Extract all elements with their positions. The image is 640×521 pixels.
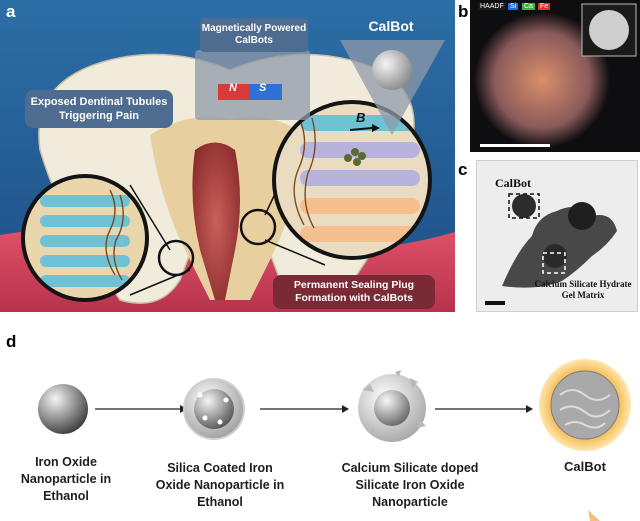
magnet-n-label: N: [229, 82, 237, 94]
iron-oxide-particle: [38, 384, 88, 434]
panel-a: Magnetically Powered CalBots CalBot Expo…: [0, 0, 455, 312]
calbot-box-marker: [508, 193, 540, 219]
panel-c-label: c: [458, 160, 468, 179]
field-label: B: [356, 110, 366, 125]
elemental-map-particle: [474, 12, 610, 148]
step-label-1: Iron Oxide Nanoparticle in Ethanol: [20, 455, 112, 503]
panel-c-tem: [485, 193, 617, 305]
silica-coated-particle: [183, 378, 245, 440]
annot-gel: Calcium Silicate Hydrate Gel Matrix: [534, 279, 632, 300]
gel-box-marker: [542, 252, 566, 274]
panel-d-synthesis: [38, 359, 631, 521]
panel-a-illustration: [0, 0, 455, 312]
scale-bar: [480, 144, 550, 147]
callout-plug: Permanent Sealing Plug Formation with Ca…: [273, 275, 435, 309]
panel-a-label: a: [6, 2, 16, 21]
sealing-zoom: [272, 100, 432, 260]
panel-b-map: [474, 3, 637, 148]
calbot-final-particle: [539, 359, 631, 451]
panel-b-label: b: [458, 2, 469, 21]
step-label-2: Silica Coated Iron Oxide Nanoparticle in…: [155, 461, 285, 509]
calbot-particle: [512, 194, 536, 218]
legend-ca: Ca: [522, 3, 535, 10]
panel-b: HAADF Si Ca Fe: [470, 0, 640, 152]
scale-bar: [485, 301, 505, 305]
legend-si: Si: [508, 3, 519, 10]
zoom-marker-right: [239, 208, 277, 246]
step-label-3: Calcium Silicate doped Silicate Iron Oxi…: [341, 461, 479, 509]
legend-fe: Fe: [538, 3, 551, 10]
legend-haadf: HAADF: [478, 3, 506, 10]
annot-calbot: CalBot: [495, 176, 531, 190]
zoom-marker-left: [157, 239, 195, 277]
tubules-zoom: [21, 174, 149, 302]
calcium-silicate-doped-particle: [358, 370, 426, 442]
callout-tubules: Exposed Dentinal Tubules Triggering Pain: [25, 90, 173, 128]
magnet-icon: [218, 84, 282, 100]
callout-calbot: CalBot: [368, 18, 414, 34]
panel-c: CalBot Calcium Silicate Hydrate Gel Matr…: [476, 160, 638, 312]
field-arrow: [349, 127, 373, 131]
calbot-sphere: [372, 50, 412, 90]
magnet-s-label: S: [259, 82, 267, 94]
step-label-4: CalBot: [564, 459, 606, 474]
callout-magnet: Magnetically Powered CalBots: [200, 18, 308, 52]
panel-d-label: d: [6, 332, 17, 351]
